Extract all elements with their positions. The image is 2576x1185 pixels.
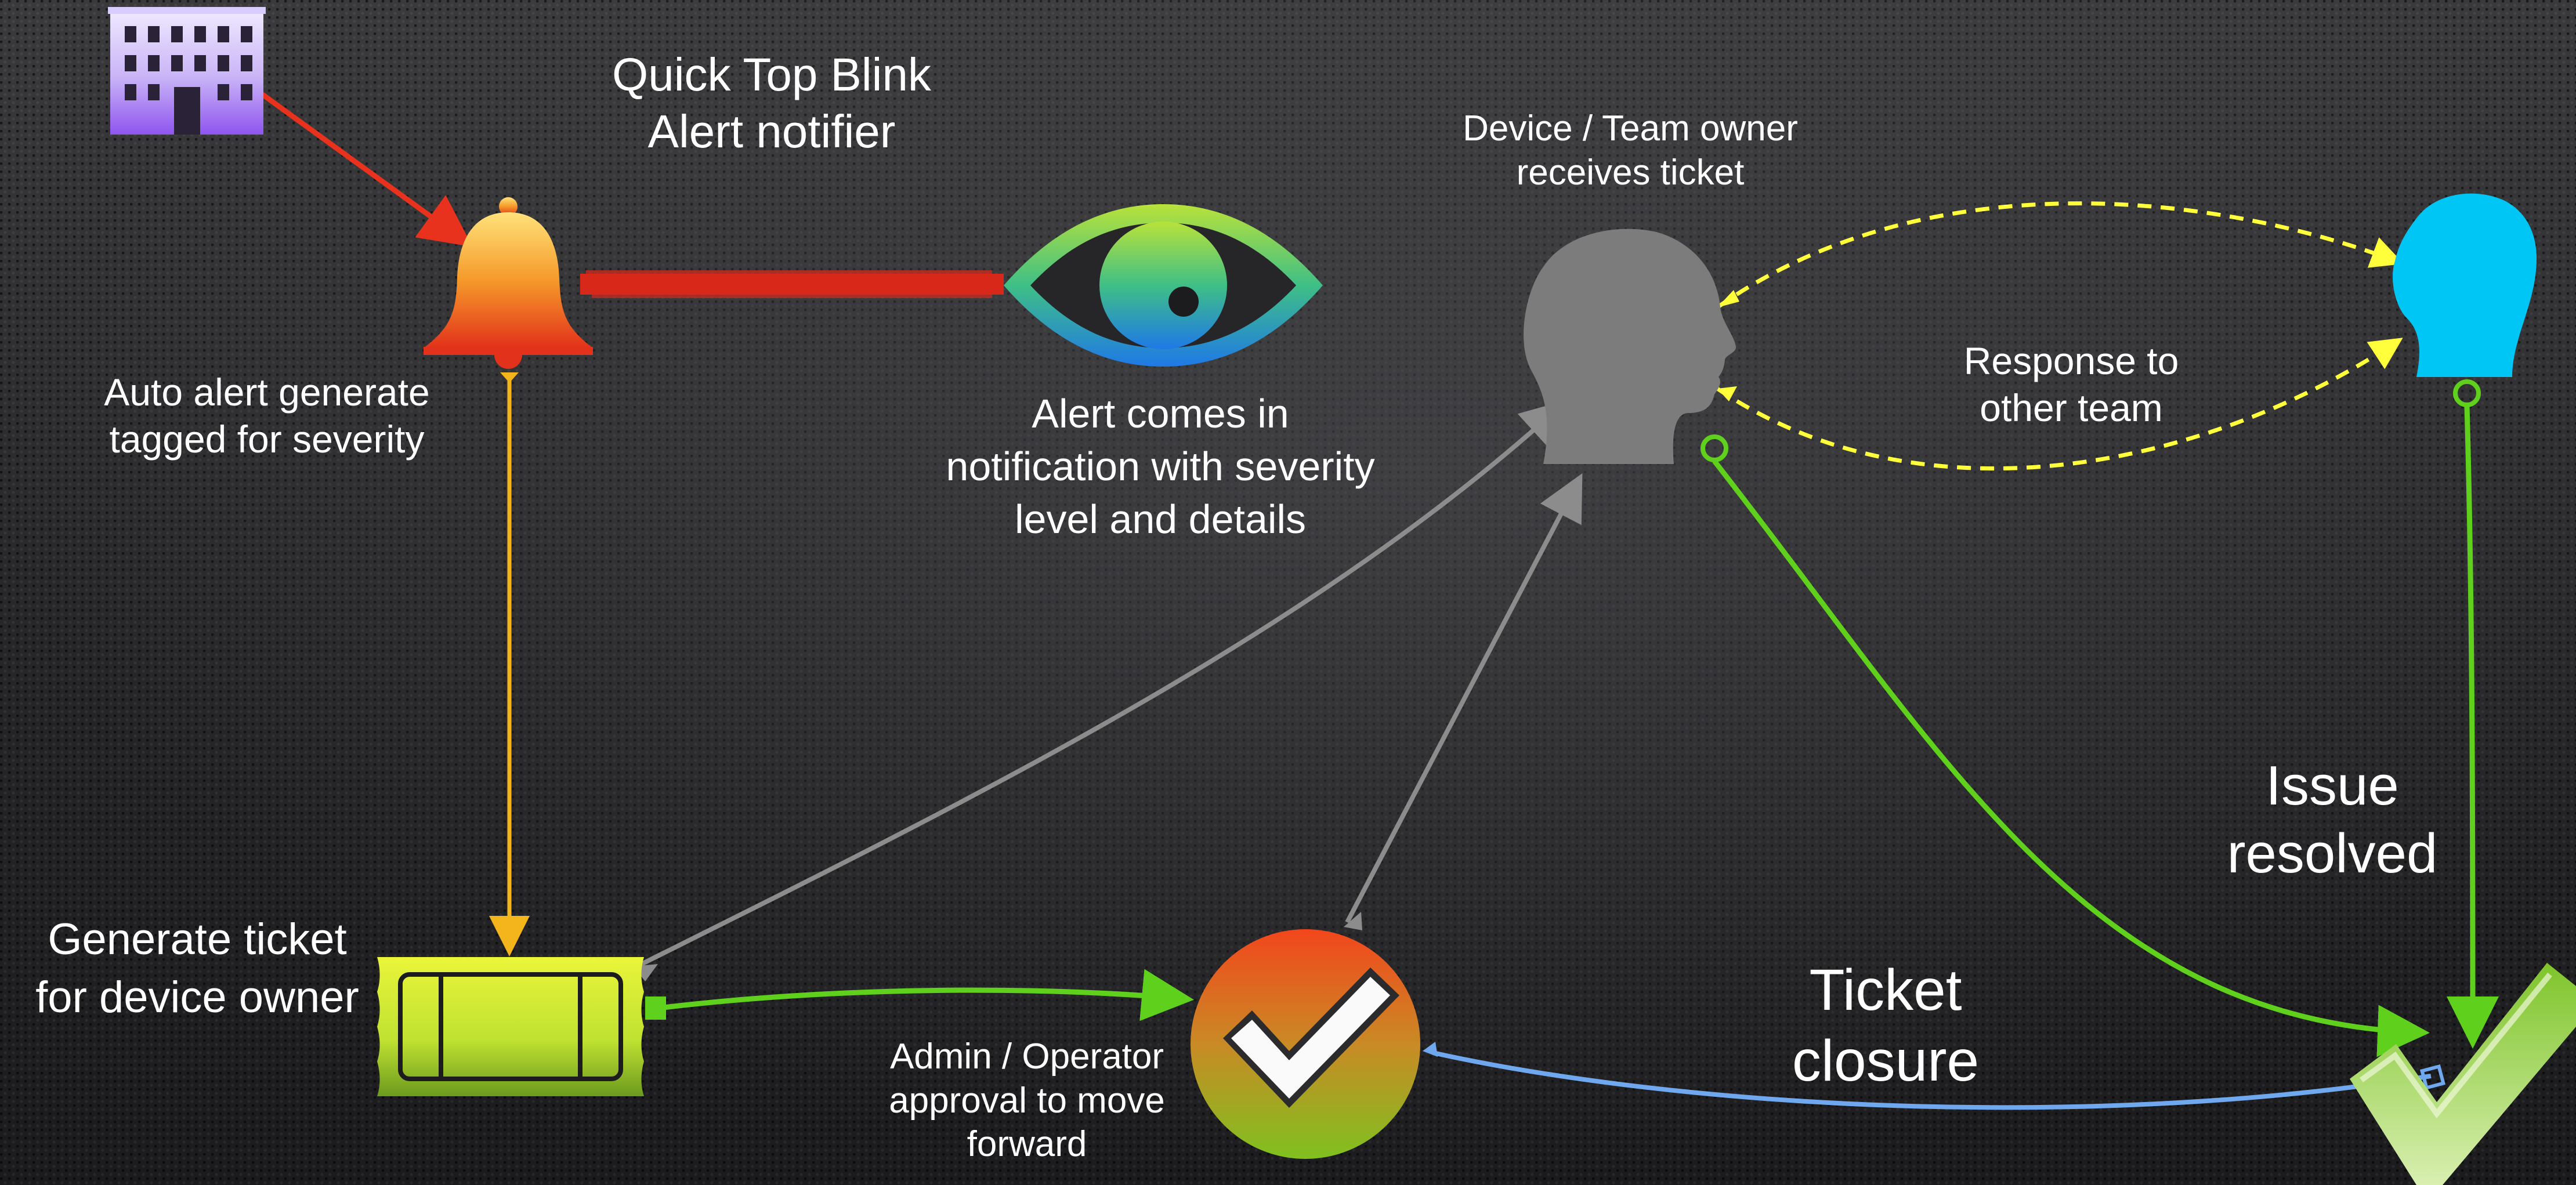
gray-head-icon [1524,229,1736,464]
ticket-closure-arrow [1423,1042,2446,1110]
ticket-icon [377,957,644,1096]
alert-comes-line3: level and details [1015,497,1306,542]
eye-icon [1004,204,1323,367]
device-owner-line2: receives ticket [1516,152,1745,193]
ticket-closure-line2: closure [1792,1028,1980,1093]
quick-top-blink-label: Quick Top Blink Alert notifier [586,46,957,160]
building-icon [108,7,266,135]
issue-resolved-line1: Issue [2266,755,2399,817]
auto-alert-label: Auto alert generate tagged for severity [58,369,476,462]
admin-line1: Admin / Operator [889,1037,1164,1077]
device-owner-line1: Device / Team owner [1463,108,1798,148]
auto-alert-line2: tagged for severity [109,417,425,461]
bell-icon [424,197,593,369]
response-label: Response to other team [1915,338,2228,431]
generate-ticket-line1: Generate ticket [48,915,347,964]
alert-comes-line2: notification with severity [946,444,1375,489]
response-line1: Response to [1963,339,2179,382]
generate-ticket-line2: for device owner [35,973,359,1023]
bell-ticket-arrow [489,372,530,956]
alert-comes-label: Alert comes in notification with severit… [905,387,1416,546]
resolved-check-icon [2350,963,2576,1185]
bell-eye-connector [580,270,1004,298]
ticket-closure-label: Ticket closure [1729,955,2042,1096]
response-dashed-arrows [1716,201,2404,471]
cyan-head-resolved-arrow [2446,379,2499,1049]
quick-top-blink-line1: Quick Top Blink [612,49,931,100]
approval-check-icon [1191,929,1420,1159]
alert-comes-line1: Alert comes in [1032,391,1289,436]
response-line2: other team [1980,386,2163,429]
admin-line3: forward [967,1124,1087,1165]
quick-top-blink-line2: Alert notifier [647,105,896,157]
admin-approval-label: Admin / Operator approval to move forwar… [847,1035,1207,1166]
ticket-approval-arrow [645,969,1194,1021]
auto-alert-line1: Auto alert generate [104,371,430,414]
admin-line2: approval to move [889,1080,1165,1121]
issue-resolved-line2: resolved [2227,822,2438,885]
ticket-closure-line1: Ticket [1809,958,1962,1023]
issue-resolved-label: Issue resolved [2158,752,2506,887]
cyan-head-icon [2393,193,2537,377]
generate-ticket-label: Generate ticket for device owner [0,911,395,1027]
building-bell-arrow [245,81,473,247]
approval-head-arrow [1344,473,1583,930]
head-resolved-arrow [1701,434,2430,1057]
device-owner-label: Device / Team owner receives ticket [1416,107,1845,194]
